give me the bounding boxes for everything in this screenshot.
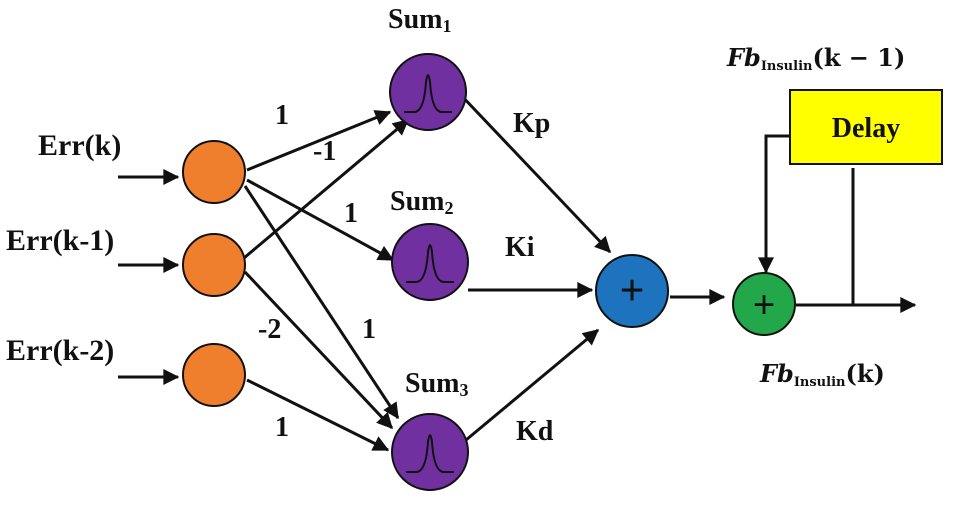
plus-icon: + — [753, 282, 776, 327]
weight-in1-sum1: 1 — [275, 100, 289, 131]
weight-in2-sum3: -2 — [258, 314, 281, 345]
feedback-line-down — [758, 134, 792, 274]
sum-node-1 — [389, 53, 467, 131]
plus-icon: + — [619, 266, 644, 315]
input-label-3: Err(k-2) — [6, 334, 114, 367]
gain-kp: Kp — [513, 108, 550, 139]
gain-ki: Ki — [505, 232, 535, 263]
input-label-2: Err(k-1) — [6, 224, 114, 257]
gaussian-icon — [406, 434, 454, 473]
sum-label-2: Sum2 — [390, 186, 453, 218]
weight-in3-sum3: 1 — [275, 412, 289, 443]
feedback-out-label: FbInsulin(k) — [759, 359, 885, 390]
edge-in3-sum3 — [246, 378, 390, 452]
gain-kd: Kd — [516, 416, 554, 447]
feedback-adder-node: + — [732, 272, 796, 336]
input-label-1: Err(k) — [38, 129, 121, 162]
delay-box — [789, 89, 943, 165]
gaussian-icon — [404, 74, 452, 113]
weight-in1-sum3: 1 — [362, 314, 376, 345]
edge-in2-sum3 — [243, 270, 394, 430]
delay-label: Delay — [832, 113, 900, 144]
sum-node-3 — [391, 413, 469, 491]
edge-in1-sum3 — [243, 185, 400, 420]
sum-node-2 — [391, 223, 469, 301]
edge-in1-sum2 — [246, 178, 395, 262]
input-node-1 — [182, 140, 246, 204]
input-node-3 — [182, 343, 246, 407]
gaussian-icon — [406, 244, 454, 283]
weight-in2-sum1: -1 — [313, 136, 336, 167]
input-node-2 — [182, 233, 246, 297]
adder-node: + — [595, 254, 669, 328]
sum-label-3: Sum3 — [405, 368, 468, 400]
feedback-prev-label: FbInsulin(k − 1) — [726, 43, 905, 74]
weight-in1-sum2: 1 — [344, 198, 358, 229]
edge-sum1-adder — [456, 90, 612, 254]
sum-label-1: Sum1 — [388, 4, 451, 36]
edge-in2-sum1 — [243, 118, 410, 260]
edge-in1-sum1 — [246, 110, 392, 172]
edge-sum3-adder — [465, 328, 600, 442]
